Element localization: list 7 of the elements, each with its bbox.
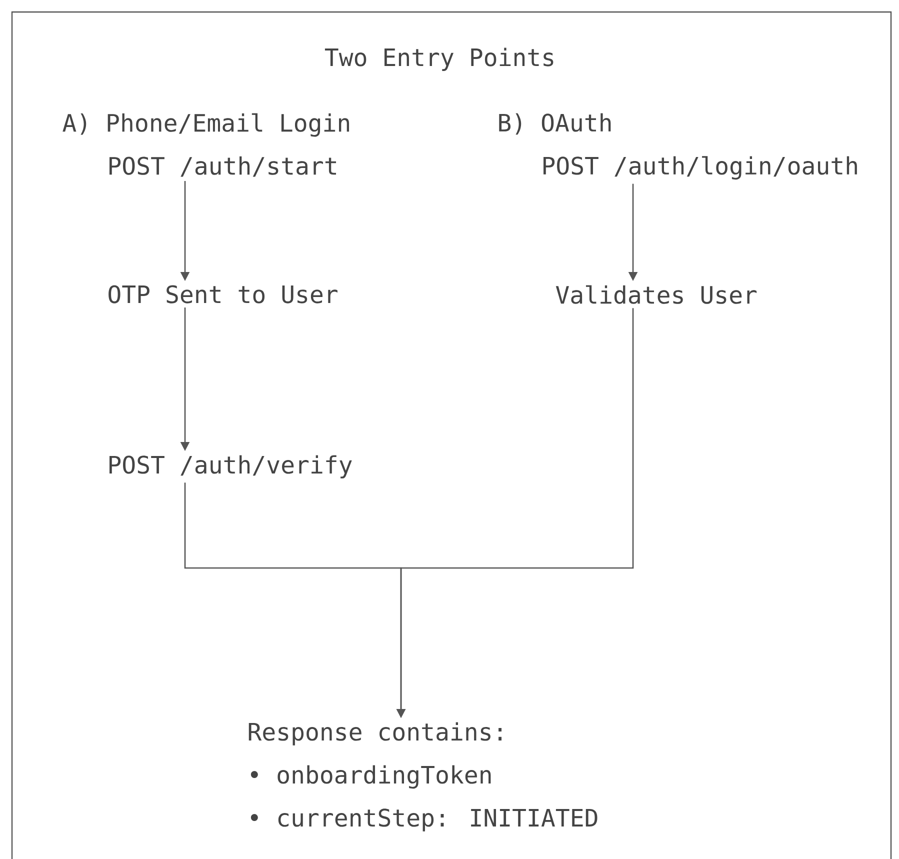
- step-text: B) OAuth POST /auth/login/oauth: [499, 113, 857, 180]
- step-text: A) Phone/Email Login POST /auth/start: [62, 113, 350, 177]
- step-text: OTP Sent to User: [108, 285, 338, 304]
- step-text: POST /auth/verify: [110, 455, 352, 478]
- title: Two Entry Points: [324, 48, 554, 71]
- step-text: Validates User: [556, 285, 757, 304]
- step-text: Response contains: • onboardingToken • currentStep: INITIATED: [248, 722, 598, 832]
